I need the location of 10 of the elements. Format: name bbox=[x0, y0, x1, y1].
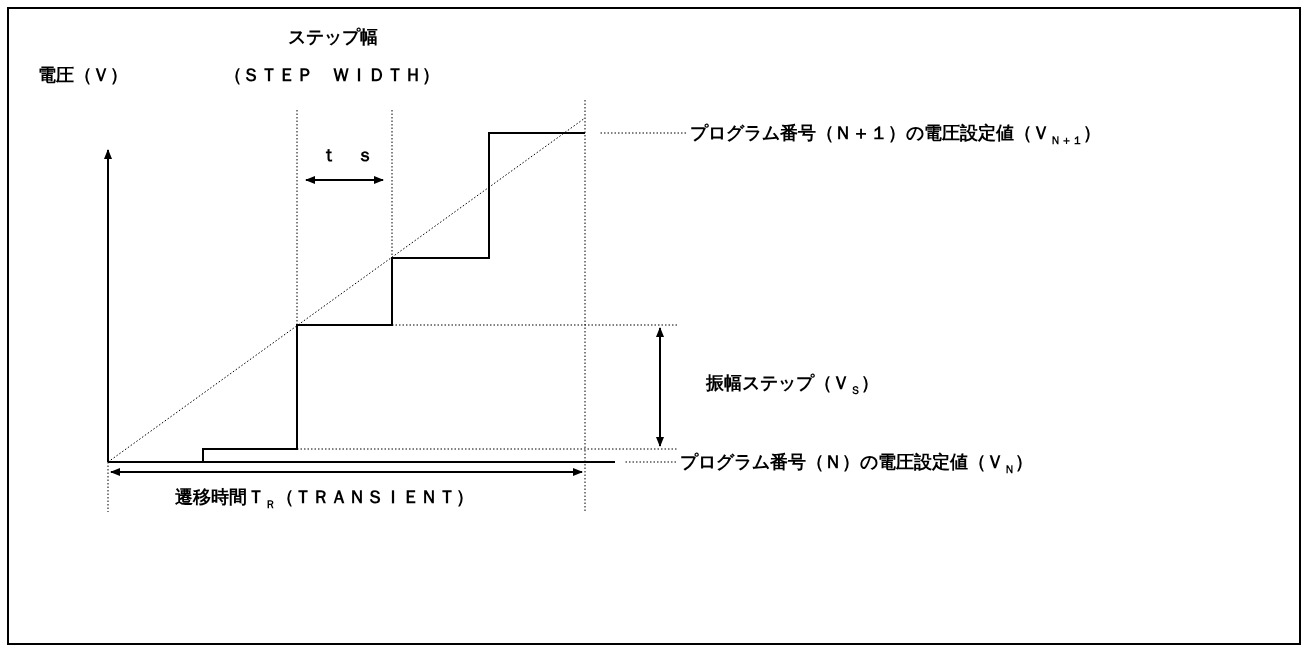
dimension-label: 遷移時間Ｔ$_{Ｒ}$（ＴＲＡＮＳＩＥＮＴ） bbox=[175, 486, 474, 513]
axis-label: ステップ幅 bbox=[288, 26, 378, 48]
leader-line bbox=[624, 461, 677, 463]
dimension-label: ｔ ｓ bbox=[320, 144, 374, 166]
annotation-text: プログラム番号（Ｎ＋１）の電圧設定値（Ｖ$_{Ｎ＋１}$） bbox=[690, 122, 1101, 152]
axis-label: （ＳＴＥＰ ＷＩＤＴＨ） bbox=[224, 64, 440, 86]
leader-line bbox=[599, 132, 687, 134]
axis-label: 電圧（Ｖ） bbox=[38, 64, 128, 86]
dimension-label: 振幅ステップ（Ｖ$_{Ｓ}$） bbox=[706, 372, 879, 399]
annotation-text: プログラム番号（Ｎ）の電圧設定値（Ｖ$_{Ｎ}$） bbox=[680, 451, 1033, 481]
